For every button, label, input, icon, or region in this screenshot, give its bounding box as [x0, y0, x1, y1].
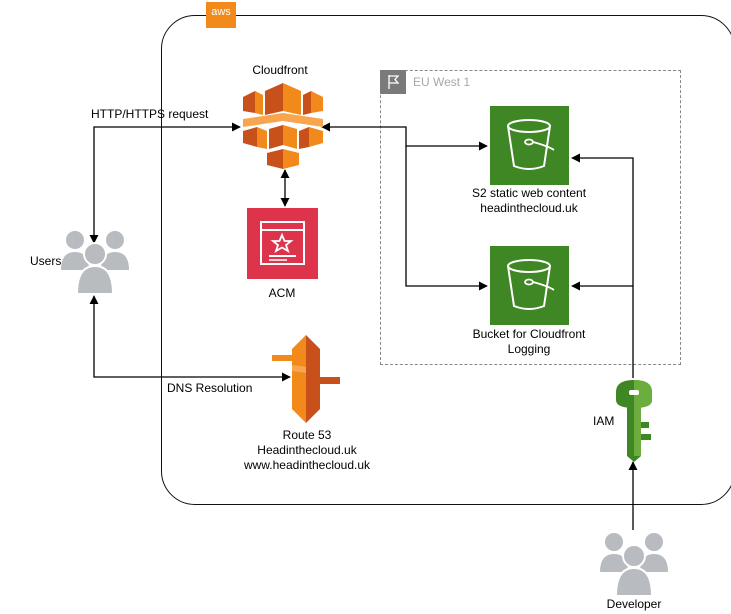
- users-label: Users: [30, 254, 62, 268]
- flag-icon: [380, 70, 406, 94]
- edge-cloudfront-s3-static: [321, 122, 488, 151]
- users-icon[interactable]: [61, 228, 129, 295]
- route53-label-3: www.headinthecloud.uk: [243, 458, 371, 472]
- acm-label: ACM: [268, 286, 296, 300]
- s3-static-label-2: headinthecloud.uk: [480, 201, 578, 215]
- s3-logging-label-1: Bucket for Cloudfront: [472, 327, 586, 341]
- edge-label-http: HTTP/HTTPS request: [91, 107, 209, 121]
- s3-static-label-1: S2 static web content: [471, 186, 587, 200]
- aws-cloud-group: [161, 15, 731, 505]
- developer-label: Developer: [606, 597, 662, 611]
- edge-users-route53: [89, 295, 291, 382]
- route53-label-1: Route 53: [282, 428, 332, 442]
- s3-logging-label-2: Logging: [507, 342, 551, 356]
- route53-icon[interactable]: [270, 335, 342, 423]
- cloudfront-icon[interactable]: [241, 83, 325, 169]
- edge-users-cloudfront: [89, 122, 241, 244]
- s3-bucket-icon[interactable]: [490, 106, 569, 185]
- s3-bucket-icon[interactable]: [490, 246, 569, 325]
- aws-logo-icon: aws: [206, 2, 236, 28]
- region-label: EU West 1: [413, 75, 471, 89]
- edge-iam-s3-static: [571, 153, 634, 378]
- cloudfront-label: Cloudfront: [252, 63, 308, 77]
- certificate-manager-icon[interactable]: [247, 208, 318, 279]
- edge-label-dns: DNS Resolution: [167, 381, 253, 395]
- iam-label: IAM: [593, 414, 615, 428]
- region-group: [380, 70, 681, 365]
- iam-key-icon[interactable]: [612, 378, 656, 462]
- edge-cloudfront-s3-logging: [405, 146, 488, 291]
- users-icon[interactable]: [600, 530, 668, 597]
- route53-label-2: Headinthecloud.uk: [257, 443, 357, 457]
